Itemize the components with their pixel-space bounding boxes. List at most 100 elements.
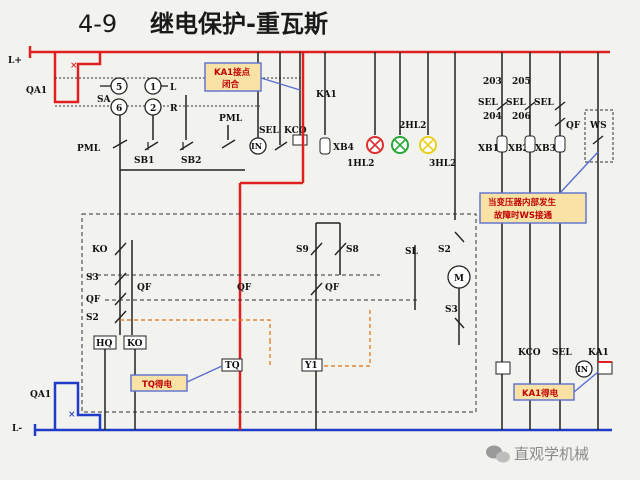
spring-loop-a xyxy=(120,319,271,340)
tq-label: TQ xyxy=(225,361,240,371)
qf-right-contact xyxy=(554,117,566,127)
ka1-top-label: KA1 xyxy=(316,90,337,100)
xb1-label: XB1 xyxy=(478,144,499,154)
ka1-coil xyxy=(597,361,613,375)
s2-left-label: S2 xyxy=(86,313,99,323)
sb1-label: SB1 xyxy=(134,156,154,166)
xb2-plug xyxy=(524,135,536,153)
ka1-contact-box xyxy=(292,134,308,146)
ws-label: WS xyxy=(589,121,607,131)
callout-tq-text: TQ得电 xyxy=(142,379,173,390)
qf-mid3-label: QF xyxy=(325,283,340,293)
callout-ws-line2: 故障时WS接通 xyxy=(494,210,552,221)
positive-bus-label: L+ xyxy=(8,56,22,66)
in-bottom-label: IN xyxy=(577,364,588,374)
qa1-top-path xyxy=(53,52,102,104)
n205-label: 205 xyxy=(512,77,531,87)
qf-mid2-label: QF xyxy=(237,283,252,293)
ws-box xyxy=(584,109,614,163)
pml-right-contact xyxy=(221,139,236,149)
qa1-bottom-path xyxy=(53,381,102,430)
n206-label: 206 xyxy=(512,112,531,122)
s2-right-contact xyxy=(454,231,465,243)
page-title: 继电保护-重瓦斯 xyxy=(150,10,328,38)
sel-a-label: SEL xyxy=(478,98,498,108)
callout-tq-energized: TQ得电 xyxy=(130,365,223,392)
tq-box xyxy=(221,358,243,372)
lamp-3hl2-cross-b xyxy=(421,138,435,152)
qa1-bottom-label: QA1 xyxy=(30,390,51,400)
in-bottom-indicator xyxy=(575,360,593,378)
kco-label: KCO xyxy=(284,126,307,136)
negative-bus-label: L- xyxy=(12,424,22,434)
ko-label: KO xyxy=(92,245,108,255)
qf-mid1-label: QF xyxy=(137,283,152,293)
callout-ka1-line1: KA1接点 xyxy=(214,67,251,78)
sel-label: SEL xyxy=(259,126,279,136)
watermark-text: 直观学机械 xyxy=(514,445,589,463)
xb1-plug xyxy=(496,135,508,153)
xb4-plug xyxy=(319,137,331,155)
callout-ka1-energized-text: KA1得电 xyxy=(522,388,559,399)
watermark: 直观学机械 xyxy=(486,445,589,463)
qf-left-contact xyxy=(114,292,127,306)
y1-box xyxy=(301,358,323,372)
qf-right-label: QF xyxy=(566,121,581,131)
pml-left-label: PML xyxy=(77,144,101,154)
n203-label: 203 xyxy=(483,77,502,87)
ka1-bottom-label: KA1 xyxy=(588,348,609,358)
s8-label: S8 xyxy=(346,245,359,255)
contact-6-label: 6 xyxy=(116,104,122,114)
ko-contact xyxy=(114,242,127,256)
pml-right-label: PML xyxy=(219,114,243,124)
mechanism-box xyxy=(81,213,477,413)
callout-ka1-energized-pointer xyxy=(573,371,599,393)
r-label: R xyxy=(170,104,178,114)
qa1-top-label: QA1 xyxy=(26,86,47,96)
contact-2-label: 2 xyxy=(150,104,156,114)
s9-contact xyxy=(310,242,323,256)
title-number: 4-9 xyxy=(78,10,117,38)
qf-left-label: QF xyxy=(86,295,101,305)
kco-coil xyxy=(495,361,511,375)
s2-right-label: S2 xyxy=(438,245,451,255)
n204-label: 204 xyxy=(483,112,502,122)
sel-c-label: SEL xyxy=(534,98,554,108)
s3-left-label: S3 xyxy=(86,273,99,283)
in-label: IN xyxy=(251,141,262,151)
contact-1-label: 1 xyxy=(150,83,156,93)
callout-ws-box xyxy=(479,192,587,224)
sa-label: SA xyxy=(97,95,111,105)
xb3-label: XB3 xyxy=(535,144,556,154)
xb2-label: XB2 xyxy=(508,144,529,154)
callout-ka1-pointer xyxy=(260,77,301,91)
callout-ka1-contact-box xyxy=(204,62,262,92)
qf-mid3-contact xyxy=(310,282,323,296)
hl3-label: 3HL2 xyxy=(429,159,456,169)
sl-label: SL xyxy=(405,247,418,257)
xb4-label: XB4 xyxy=(333,143,354,153)
s9-label: S9 xyxy=(296,245,309,255)
hl2-label: 2HL2 xyxy=(399,121,426,131)
contact-6 xyxy=(110,98,128,116)
qa1-top-cross: × xyxy=(70,61,78,71)
lamp-2hl2-cross-b xyxy=(393,138,407,152)
hl1-label: 1HL2 xyxy=(347,159,374,169)
callout-ka1-energized: KA1得电 xyxy=(513,371,599,401)
sel-b-label: SEL xyxy=(506,98,526,108)
s3-left-contact xyxy=(114,272,127,286)
kco-bottom-label: KCO xyxy=(518,348,541,358)
kco-contact xyxy=(274,141,288,151)
hq-label: HQ xyxy=(96,339,113,349)
sel-c-contact xyxy=(554,101,566,111)
callout-ws-pointer xyxy=(559,151,599,194)
callout-ka1-contact: KA1接点 闭合 xyxy=(204,62,301,92)
xb3-plug xyxy=(554,135,566,153)
m-label: M xyxy=(454,274,464,284)
l-label: L xyxy=(170,83,177,93)
y1-label: Y1 xyxy=(304,361,318,371)
ws-contact xyxy=(592,135,604,145)
s2-left-contact xyxy=(114,310,127,324)
callout-ws-close: 当变压器内部发生 故障时WS接通 xyxy=(479,151,599,224)
s8-contact xyxy=(334,242,347,256)
